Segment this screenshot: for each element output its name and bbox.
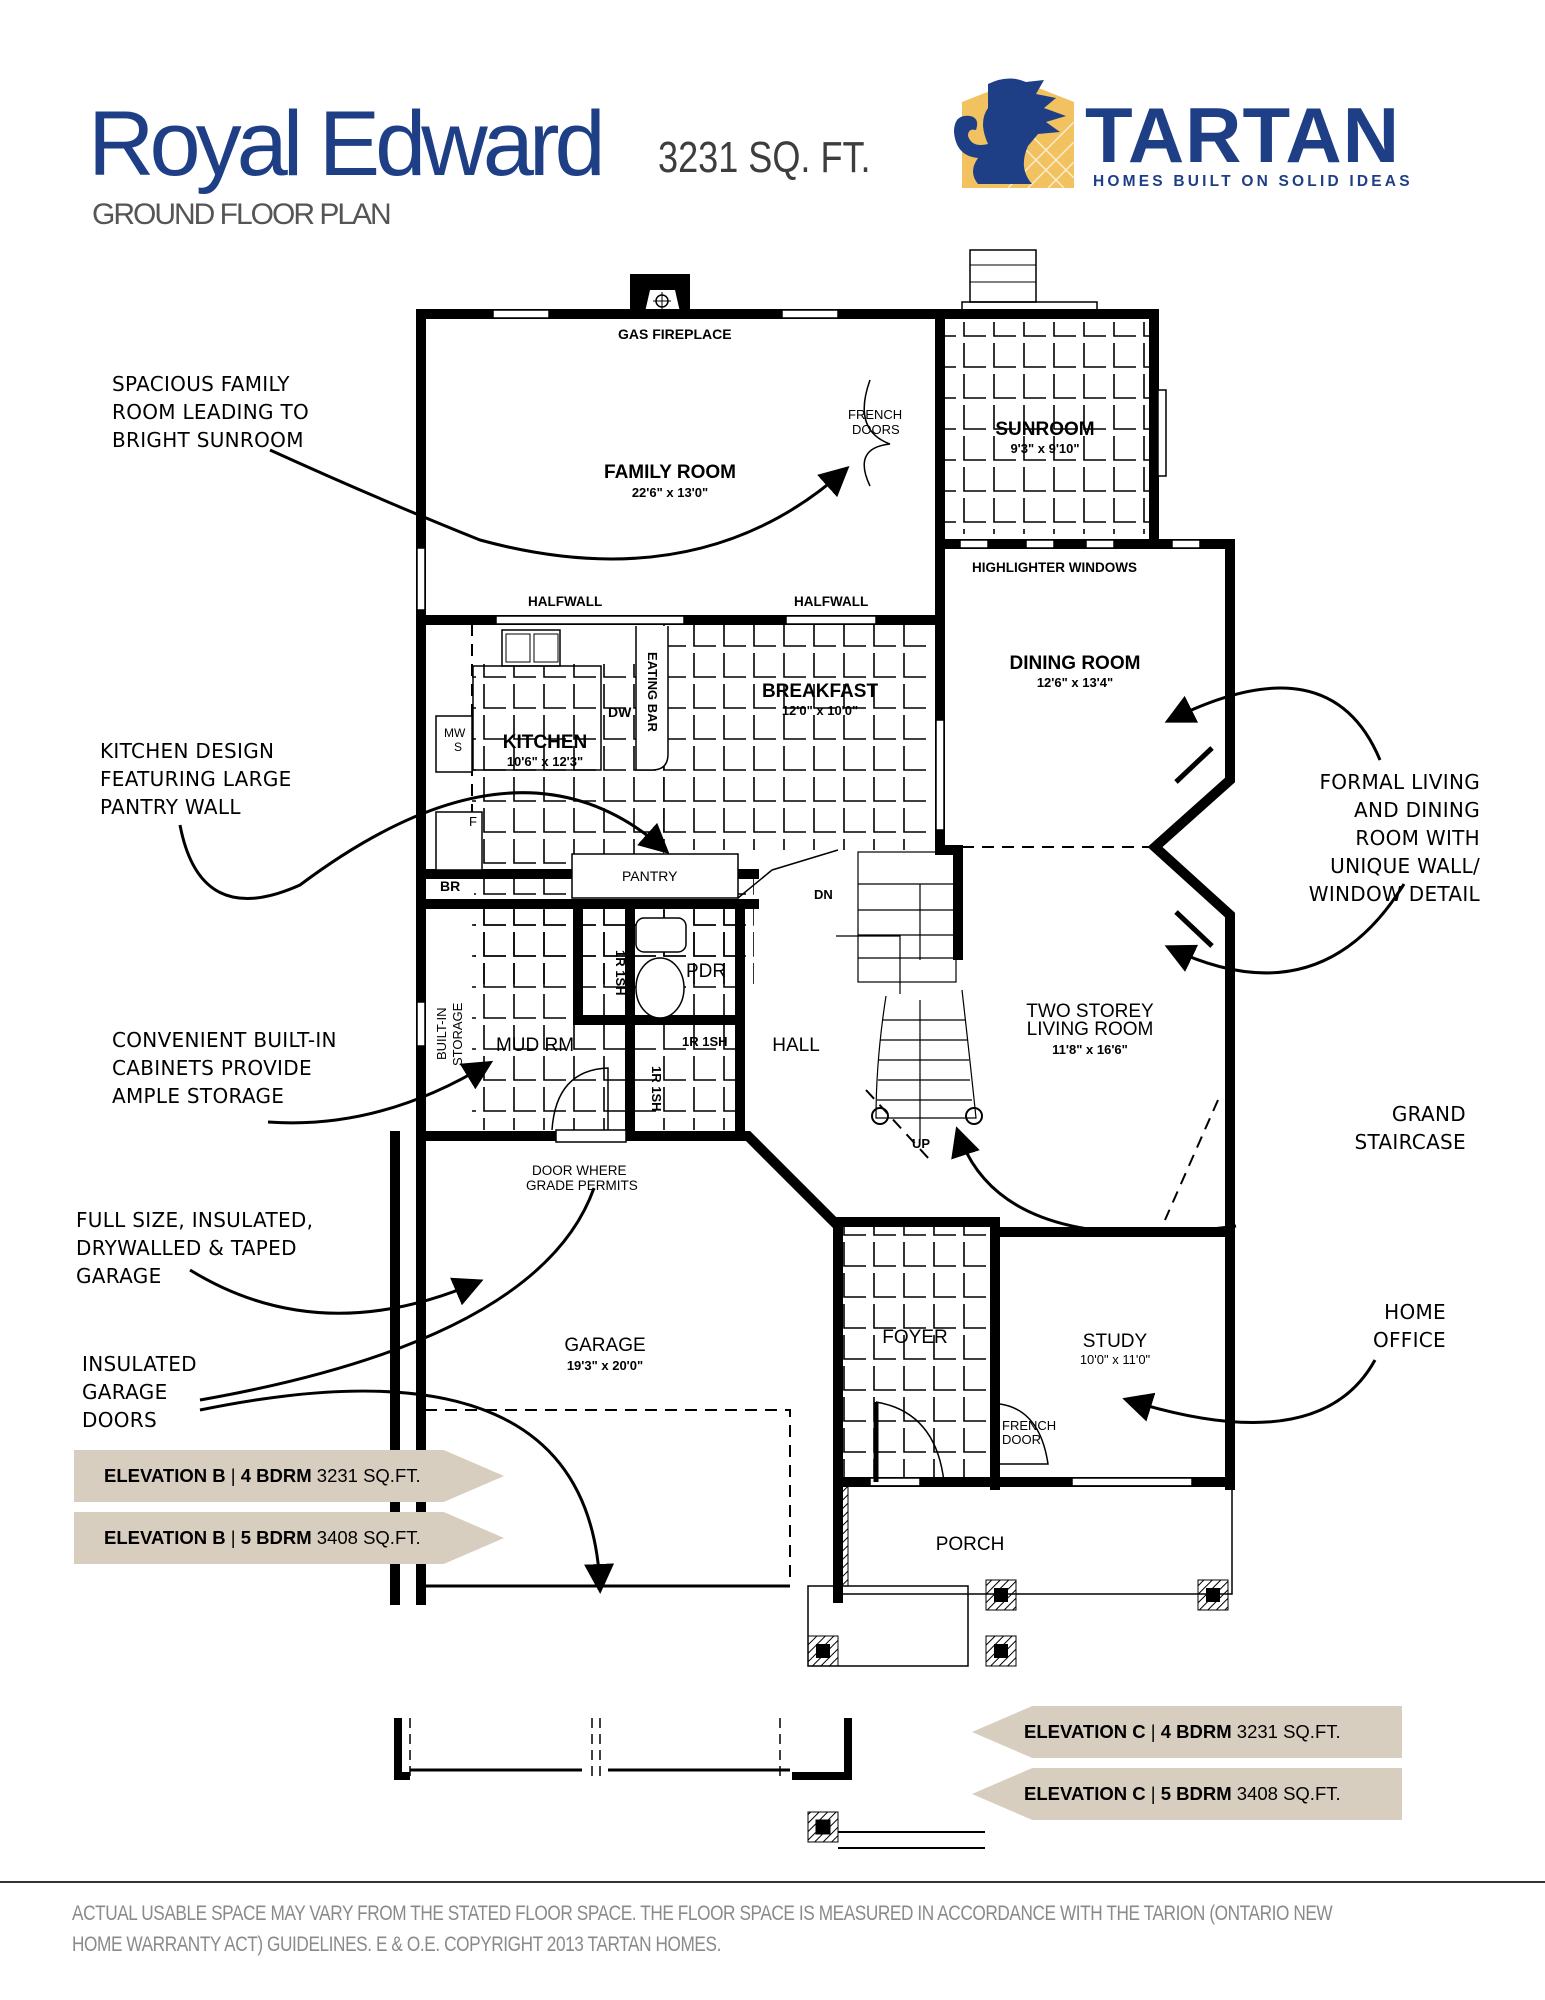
fridge-label: F [469,814,477,829]
room-kitchen-name: KITCHEN [502,732,588,753]
callout-formal-living: FORMAL LIVING AND DINING ROOM WITH UNIQU… [1308,770,1480,906]
french-door-study-label-1: FRENCH [1002,1418,1057,1433]
callout-garage: FULL SIZE, INSULATED, DRYWALLED & TAPED … [76,1208,314,1288]
french-door-study-label-2: DOOR [1002,1432,1041,1447]
brand-name: TARTAN [1085,91,1401,179]
stairs-down-label: DN [814,887,833,902]
closet-label-a: 1R 1SH [613,950,628,996]
room-kitchen-size: 10'6" x 12'3" [506,754,584,769]
halfwall-left-label: HALFWALL [528,594,603,609]
room-foyer-name: FOYER [882,1327,948,1348]
room-breakfast-size: 12'0" x 10'0" [781,703,859,718]
eating-bar-label: EATING BAR [645,652,660,732]
room-breakfast-name: BREAKFAST [761,681,879,702]
room-living-name-2: LIVING ROOM [1026,1019,1154,1040]
footer-divider [0,1881,1545,1883]
room-study-size: 10'0" x 11'0" [1079,1352,1151,1367]
room-dining-name: DINING ROOM [1009,653,1141,674]
closet-label-b: 1R 1SH [682,1034,728,1049]
highlighter-windows-label: HIGHLIGHTER WINDOWS [972,560,1137,575]
closet-label-c: 1R 1SH [649,1066,664,1112]
room-garage-name: GARAGE [564,1335,646,1356]
callout-family-room: SPACIOUS FAMILY ROOM LEADING TO BRIGHT S… [112,372,310,452]
room-family-name: FAMILY ROOM [604,462,736,483]
gas-fireplace-label: GAS FIREPLACE [618,326,732,342]
room-living-name-1: TWO STOREY [1026,1001,1154,1022]
room-living-size: 11'8" x 16'6" [1052,1042,1128,1057]
halfwall-right-label: HALFWALL [794,594,869,609]
callout-storage: CONVENIENT BUILT-IN CABINETS PROVIDE AMP… [112,1028,337,1108]
brand-tagline: HOMES BUILT ON SOLID IDEAS [1093,173,1413,190]
door-grade-label-1: DOOR WHERE [532,1163,627,1178]
stairs-up-label: UP [912,1136,931,1151]
door-grade-label-2: GRADE PERMITS [526,1178,638,1193]
square-footage: 3231 SQ. FT. [658,133,871,182]
room-mudroom-name: MUD RM [495,1035,575,1056]
pantry-label: PANTRY [622,868,678,884]
room-dining-size: 12'6" x 13'4" [1036,675,1114,690]
room-porch-name: PORCH [935,1534,1005,1555]
dishwasher-label: DW [608,704,632,720]
room-sunroom-size: 9'3" x 9'10" [1010,441,1080,456]
room-garage-size: 19'3" x 20'0" [566,1358,644,1373]
callout-staircase: GRAND STAIRCASE [1354,1102,1466,1154]
room-study-name: STUDY [1082,1331,1148,1352]
elevation-tag-c-5bdrm: ELEVATION C | 5 BDRM 3408 SQ.FT. [972,1768,1402,1820]
stove-label: S [454,740,463,754]
room-pdr-name: PDR [685,961,727,982]
built-in-label-2: STORAGE [450,1002,465,1066]
model-title: Royal Edward [88,93,606,195]
lion-rampant-icon [954,78,1075,189]
callout-kitchen: KITCHEN DESIGN FEATURING LARGE PANTRY WA… [100,739,292,819]
broom-closet-label: BR [440,878,461,894]
elevation-tag-b-5bdrm: ELEVATION B | 5 BDRM 3408 SQ.FT. [74,1512,504,1564]
french-doors-label-1: FRENCH [848,407,903,422]
french-doors-label-2: DOORS [852,422,900,437]
callout-home-office: HOME OFFICE [1372,1300,1446,1352]
room-family-size: 22'6" x 13'0" [631,485,709,500]
room-sunroom-name: SUNROOM [995,419,1095,440]
microwave-label: MW [444,726,466,740]
callout-garage-doors: INSULATED GARAGE DOORS [82,1352,197,1432]
disclaimer: ACTUAL USABLE SPACE MAY VARY FROM THE ST… [72,1902,1333,1956]
elevation-tag-b-4bdrm: ELEVATION B | 4 BDRM 3231 SQ.FT. [74,1450,504,1502]
plan-subtitle: GROUND FLOOR PLAN [92,198,392,231]
built-in-label-1: BUILT-IN [434,1007,449,1061]
room-hall-name: HALL [772,1035,820,1056]
elevation-tag-c-4bdrm: ELEVATION C | 4 BDRM 3231 SQ.FT. [972,1706,1402,1758]
